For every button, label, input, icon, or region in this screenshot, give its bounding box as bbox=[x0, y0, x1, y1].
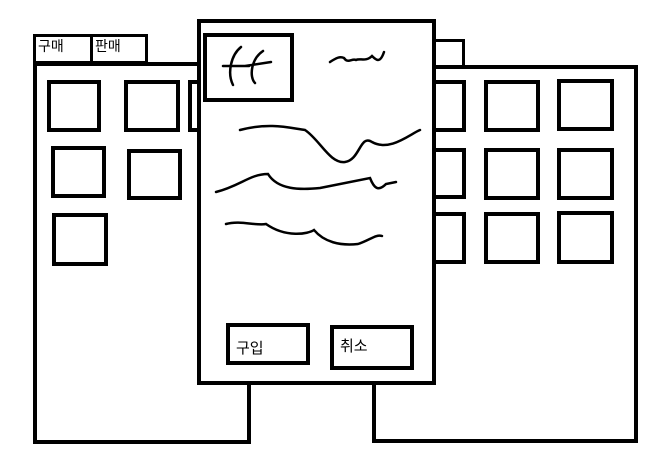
item-description-scribble bbox=[214, 124, 422, 246]
item-title-scribble bbox=[328, 50, 386, 64]
handwritten-glyph-icon bbox=[221, 45, 273, 87]
tab-buy[interactable]: 구매 bbox=[33, 34, 93, 64]
shop-slot[interactable] bbox=[557, 79, 614, 131]
inventory-slot[interactable] bbox=[124, 80, 180, 132]
inventory-slot[interactable] bbox=[52, 213, 108, 266]
inventory-slot[interactable] bbox=[47, 80, 101, 132]
shop-slot[interactable] bbox=[484, 212, 540, 264]
cancel-button[interactable]: 취소 bbox=[330, 325, 414, 370]
inventory-slot[interactable] bbox=[51, 146, 106, 198]
item-icon-frame bbox=[203, 33, 294, 102]
inventory-slot[interactable] bbox=[127, 149, 182, 200]
shop-slot[interactable] bbox=[484, 148, 540, 200]
shop-slot[interactable] bbox=[557, 148, 614, 200]
tab-sell[interactable]: 판매 bbox=[90, 34, 148, 64]
buy-button[interactable]: 구입 bbox=[226, 323, 310, 365]
shop-slot[interactable] bbox=[484, 80, 540, 132]
shop-slot[interactable] bbox=[557, 211, 614, 264]
